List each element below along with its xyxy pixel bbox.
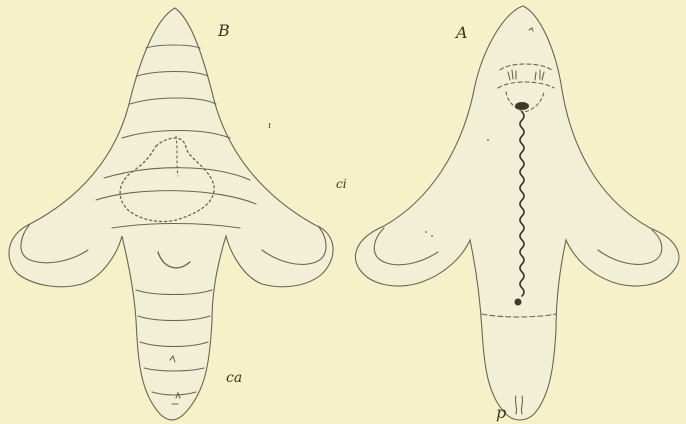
specimen-a-speckle [431, 235, 433, 237]
specimen-a-mouth-ring [515, 102, 529, 110]
panel-label-b: B [217, 21, 230, 40]
specimen-a-outline [355, 6, 678, 420]
label-p: p [496, 403, 506, 422]
specimen-a-anal-pore [515, 299, 522, 306]
specimen-a-speckle [425, 231, 427, 233]
panel-label-a: A [454, 23, 468, 42]
stray-mark: ı [268, 121, 271, 131]
specimen-a [355, 6, 678, 420]
label-ca: ca [226, 370, 242, 386]
specimen-b [9, 8, 333, 420]
label-ci: ci [336, 177, 347, 191]
specimen-a-speckle [487, 139, 489, 141]
